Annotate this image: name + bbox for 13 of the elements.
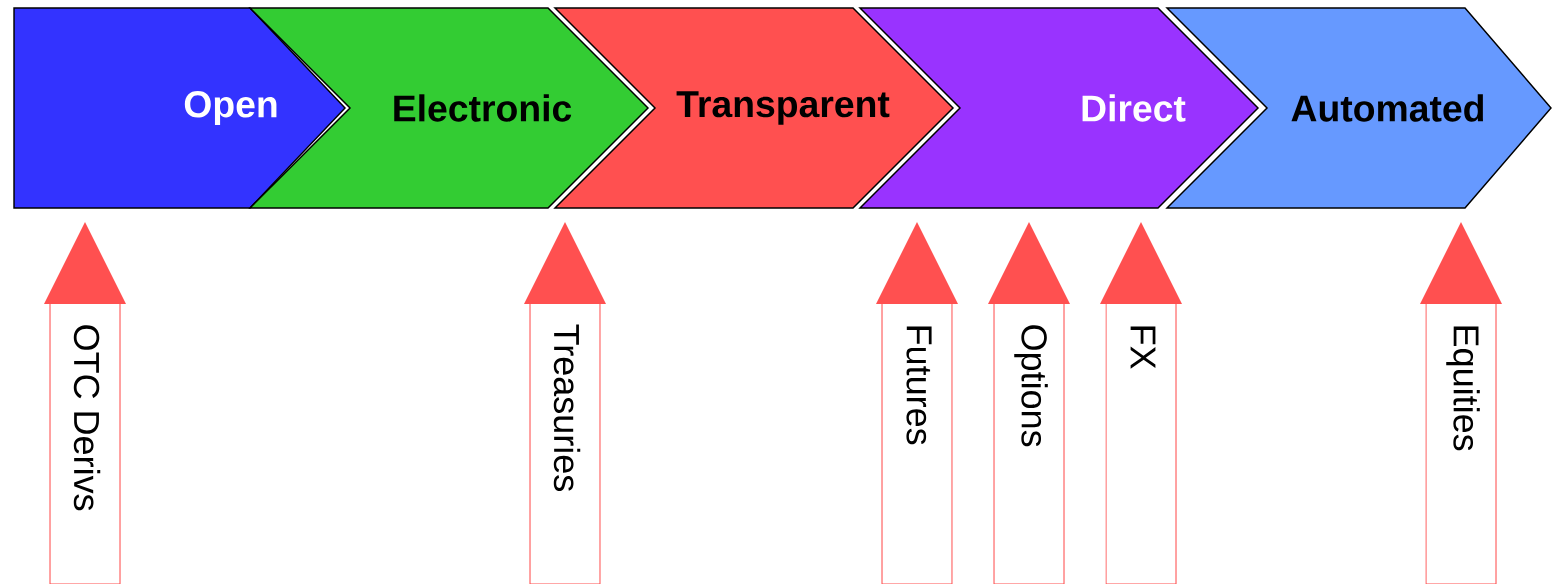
market-tag: OTC Derivs xyxy=(44,222,126,584)
market-tag: Equities xyxy=(1420,222,1502,584)
market-tag: Options xyxy=(988,222,1070,584)
market-tag: FX xyxy=(1100,222,1182,584)
node-label: Equities xyxy=(1446,326,1480,451)
node-label: OTC Derivs xyxy=(73,325,101,511)
stage-banner: Open xyxy=(13,7,347,209)
node-label: Treasuries xyxy=(553,324,581,491)
market-tag: Futures xyxy=(876,222,958,584)
node-label: Futures xyxy=(906,326,932,445)
node-label: Options xyxy=(1014,325,1048,447)
market-tag: Treasuries xyxy=(524,222,606,584)
node-label: FX xyxy=(1130,326,1156,369)
